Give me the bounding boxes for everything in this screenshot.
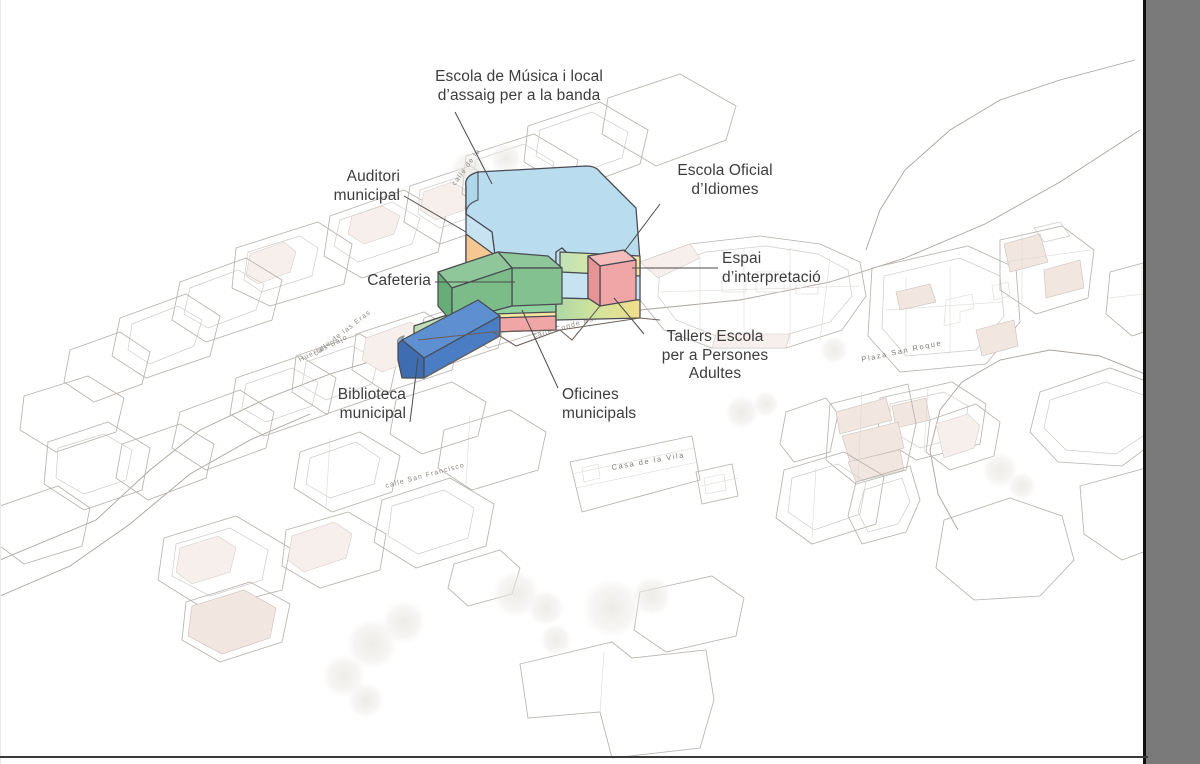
sheet-right-rule (1143, 0, 1146, 764)
callout-escola-oficial-idiomes: Escola Oficial d’Idiomes (677, 162, 773, 198)
callout-biblioteca-municipal: Biblioteca municipal (337, 386, 406, 422)
ground-outline (417, 305, 661, 379)
sheet-left-hairline (0, 0, 1, 764)
callout-oficines-municipals: Oficines municipals (562, 386, 637, 422)
callout-auditori-municipal: Auditori municipal (333, 168, 400, 204)
callout-cafeteria: Cafeteria (367, 272, 431, 289)
leader-escola-idiomes (623, 203, 661, 253)
blocks-upper-left (63, 73, 737, 403)
leader-tallers (613, 297, 645, 335)
callout-escola-musica: Escola de Música i local d’assaig per a … (435, 68, 603, 104)
leader-escola-musica (454, 111, 493, 185)
sheet-right-margin (1146, 0, 1200, 764)
leader-auditori (403, 195, 467, 233)
plaza-block (639, 235, 867, 349)
callout-espai-interpretacio: Espai d’interpretació (722, 250, 821, 286)
tree-symbols (322, 142, 1036, 718)
sheet-bottom-rule (0, 756, 1148, 758)
blocks-lower-right (775, 383, 1001, 545)
casa-de-la-vila-outline (569, 435, 701, 513)
biblioteca-volume (397, 299, 501, 379)
blocks-bottom (0, 375, 745, 759)
callout-tallers-escola: Tallers Escola per a Persones Adultes (661, 328, 769, 382)
plaza-san-roque-block (867, 221, 1185, 461)
leader-biblioteca (409, 357, 419, 423)
leader-oficines (521, 309, 559, 389)
